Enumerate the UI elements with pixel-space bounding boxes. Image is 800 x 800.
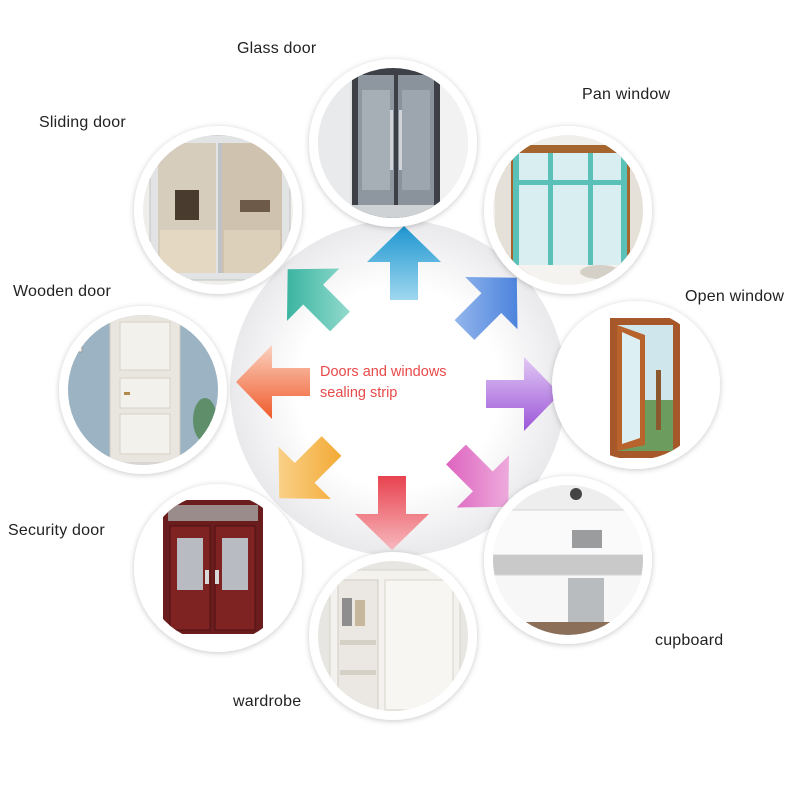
center-caption-line2: sealing strip — [320, 385, 398, 401]
inner-circle — [320, 310, 476, 466]
arrow-up — [367, 226, 441, 300]
arrow-up-right — [454, 276, 518, 340]
wardrobe-thumbnail — [309, 552, 477, 720]
arrow-down — [355, 476, 429, 550]
arrow-left — [236, 345, 310, 419]
arrow-down-left — [278, 436, 342, 500]
glass-door-thumbnail — [309, 59, 477, 227]
security-door-thumbnail — [134, 484, 302, 652]
pan-window-thumbnail — [484, 126, 652, 294]
center-caption: Doors and windows sealing strip — [320, 362, 490, 404]
label-open-window: Open window — [685, 288, 785, 305]
label-pan-window: Pan window — [582, 86, 671, 103]
cupboard-thumbnail — [484, 476, 652, 644]
label-security-door: Security door — [8, 522, 105, 539]
sliding-door-thumbnail — [134, 126, 302, 294]
label-cupboard: cupboard — [655, 632, 724, 649]
label-glass-door: Glass door — [237, 40, 317, 57]
arrow-down-right — [446, 444, 510, 508]
arrow-right — [486, 357, 560, 431]
center-caption-line1: Doors and windows — [320, 364, 447, 380]
arrow-up-left — [286, 268, 350, 332]
label-sliding-door: Sliding door — [39, 114, 126, 131]
open-window-thumbnail — [552, 301, 720, 469]
label-wooden-door: Wooden door — [13, 283, 111, 300]
label-wardrobe: wardrobe — [233, 693, 302, 710]
wooden-door-thumbnail — [59, 306, 227, 474]
